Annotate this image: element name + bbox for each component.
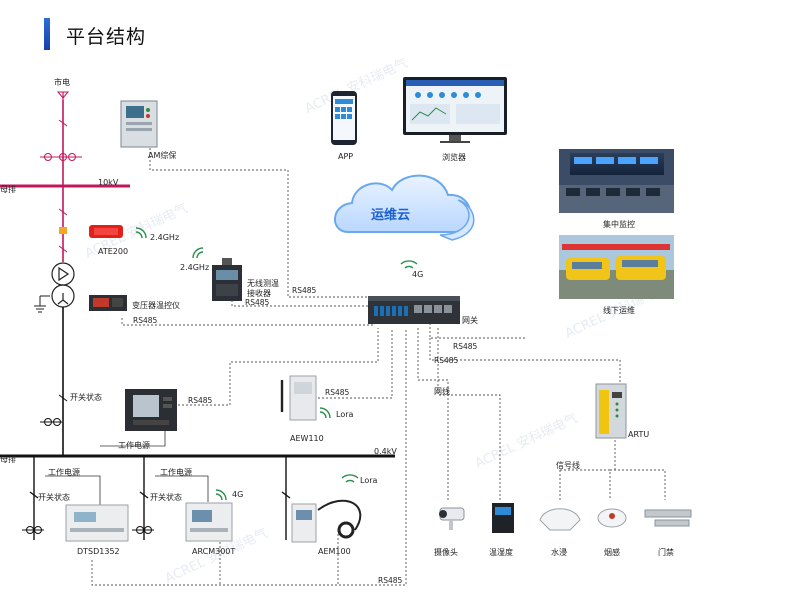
- mains-symbol: [56, 91, 70, 100]
- rs485-label-b: RS485: [245, 298, 270, 307]
- work-power-label-2: 工作电源: [160, 468, 192, 477]
- meter-device-main: [125, 389, 177, 431]
- lora-label-1: Lora: [336, 410, 354, 419]
- work-power-label-1: 工作电源: [48, 468, 80, 477]
- door-sensor-device: [644, 509, 692, 527]
- sensor-on-line: [59, 227, 67, 234]
- ate200-label: ATE200: [98, 247, 129, 256]
- ct-symbols-top: [40, 153, 82, 161]
- am-relay-label: AM综保: [148, 151, 177, 160]
- am-relay-device: [120, 100, 158, 148]
- smoke-detector-device: [597, 508, 627, 528]
- aem100-label: AEM100: [318, 547, 351, 556]
- gateway-label: 网关: [462, 316, 478, 325]
- work-power-lines: [45, 424, 209, 505]
- wireless-temp-label-2: 接收器: [247, 289, 271, 298]
- bus-04kv-label: 0.4kV: [374, 447, 397, 456]
- rs485-label-g: RS485: [434, 356, 459, 365]
- switch-mark: [58, 208, 68, 216]
- switch-status-main-label: 开关状态: [70, 393, 102, 402]
- water-sensor-device: [539, 508, 581, 531]
- ate200-sensor-device: [89, 225, 123, 238]
- rs485-label-c: RS485: [133, 316, 158, 325]
- aew110-label: AEW110: [290, 434, 324, 443]
- cloud-label: 运维云: [371, 208, 411, 223]
- transformer-temp-label: 变压器温控仪: [132, 301, 180, 310]
- app-label: APP: [338, 152, 354, 161]
- gateway-device: [368, 296, 460, 324]
- switch-mark: [58, 119, 68, 127]
- arcm300t-label: ARCM300T: [192, 547, 236, 556]
- bus-04kv-left-label: 母排: [0, 455, 16, 464]
- smoke-detector-label: 烟感: [604, 548, 620, 557]
- gateway-4g-label: 4G: [412, 270, 424, 279]
- central-monitoring-photo: [559, 149, 674, 213]
- ct-symbols-mid: [40, 418, 62, 426]
- title-accent-bar: [44, 18, 50, 50]
- temp-humidity-label: 温湿度: [489, 548, 513, 557]
- arcm300t-device: [185, 502, 233, 542]
- central-monitoring-label: 集中监控: [603, 220, 635, 229]
- rs485-label-e: RS485: [325, 388, 350, 397]
- low-voltage-feeders: [29, 456, 291, 540]
- rs485-lines: [91, 148, 666, 586]
- wireless-icon: [135, 227, 418, 501]
- switch-mark: [58, 394, 68, 402]
- rs485-label-f: RS485: [453, 342, 478, 351]
- camera-label: 摄像头: [434, 548, 458, 557]
- camera-device: [439, 507, 465, 530]
- offline-ops-photo: [559, 235, 674, 299]
- rs485-label-d: RS485: [188, 396, 213, 405]
- browser-label: 浏览器: [442, 153, 466, 162]
- rs485-label-bottom: RS485: [378, 576, 403, 585]
- mains-label: 市电: [54, 78, 70, 87]
- transformer-temp-controller-device: [89, 295, 127, 311]
- switch-status-label-1: 开关状态: [38, 493, 70, 502]
- bus-10kv-label: 10kV: [98, 178, 119, 187]
- ground-symbol: [34, 295, 50, 313]
- water-sensor-label: 水浸: [551, 548, 567, 557]
- rs485-label-a: RS485: [292, 286, 317, 295]
- door-sensor-label: 门禁: [658, 548, 674, 557]
- work-power-main-label: 工作电源: [118, 441, 150, 450]
- ct-symbols-low: [22, 526, 154, 534]
- dtsd1352-label: DTSD1352: [77, 547, 120, 556]
- switch-status-label-2: 开关状态: [150, 493, 182, 502]
- arcm-4g-label: 4G: [232, 490, 244, 499]
- transformer-symbol: [51, 262, 75, 308]
- aem100-device: [291, 499, 362, 543]
- lora-label-2: Lora: [360, 476, 378, 485]
- network-line-label: 网线: [434, 387, 450, 396]
- signal-line-label: 信号线: [556, 461, 580, 470]
- wireless-temp-label-1: 无线测温: [247, 279, 279, 288]
- artu-label: ARTU: [628, 430, 650, 439]
- offline-ops-label: 线下运维: [603, 306, 635, 315]
- dtsd1352-device: [65, 504, 129, 542]
- ghz-label-2: 2.4GHz: [180, 263, 210, 272]
- ops-cloud: [334, 174, 475, 241]
- ghz-label-1: 2.4GHz: [150, 233, 180, 242]
- switch-mark: [58, 245, 68, 253]
- aew110-device: [280, 375, 317, 421]
- page-title: 平台结构: [66, 26, 147, 48]
- temp-humidity-device: [492, 503, 514, 533]
- artu-device: [595, 383, 627, 439]
- phone-app-device: [331, 91, 357, 145]
- bus-10kv-left-label: 母排: [0, 185, 16, 194]
- wireless-temp-receiver-device: [212, 258, 242, 301]
- browser-monitor-device: [403, 77, 507, 143]
